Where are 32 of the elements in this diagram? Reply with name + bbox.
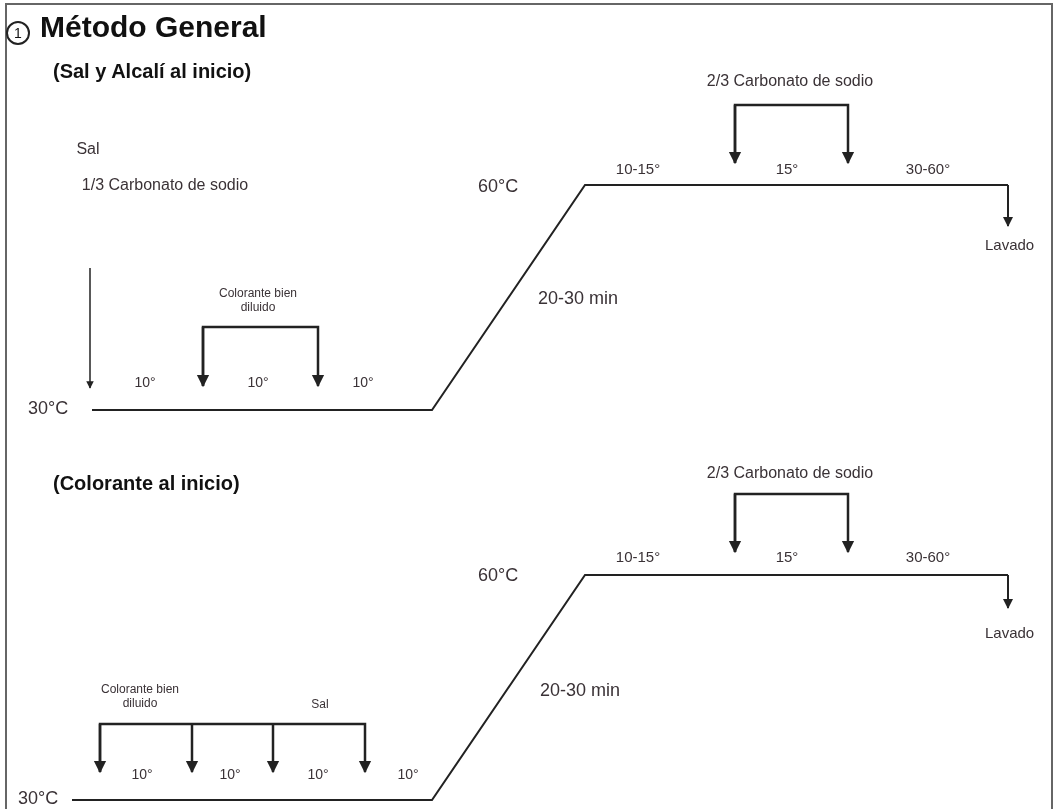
step-label: Lavado [985,624,1035,642]
temperature-label: 30°C [28,398,69,419]
duration-label: 15° [775,548,799,566]
temperature-label: 30°C [18,788,59,809]
addition-label: Sal [76,140,100,159]
duration-label: 20-30 min [540,680,621,701]
title: Método General [40,10,267,45]
addition-label: Sal [311,698,329,712]
duration-label: 10° [219,766,241,783]
duration-label: 10° [352,374,374,391]
duration-label: 10° [307,766,329,783]
subtitle: (Sal y Alcalí al inicio) [53,60,252,83]
addition-label: 2/3 Carbonato de sodio [706,464,874,483]
step-label: Lavado [985,236,1035,254]
subtitle: (Colorante al inicio) [53,472,240,495]
temperature-label: 60°C [478,565,519,586]
duration-label: 30-60° [905,160,951,178]
duration-label: 30-60° [905,548,951,566]
addition-label: Colorante bien diluido [217,287,299,315]
duration-label: 10-15° [615,548,661,566]
callout-number: 1 [6,21,30,45]
duration-label: 10° [131,766,153,783]
temperature-label: 60°C [478,176,519,197]
addition-label: Colorante bien diluido [99,683,181,711]
duration-label: 20-30 min [538,288,619,309]
duration-label: 10-15° [615,160,661,178]
addition-label: 1/3 Carbonato de sodio [81,176,249,195]
duration-label: 15° [775,160,799,178]
addition-label: 2/3 Carbonato de sodio [706,72,874,91]
duration-label: 10° [247,374,269,391]
duration-label: 10° [397,766,419,783]
duration-label: 10° [134,374,156,391]
